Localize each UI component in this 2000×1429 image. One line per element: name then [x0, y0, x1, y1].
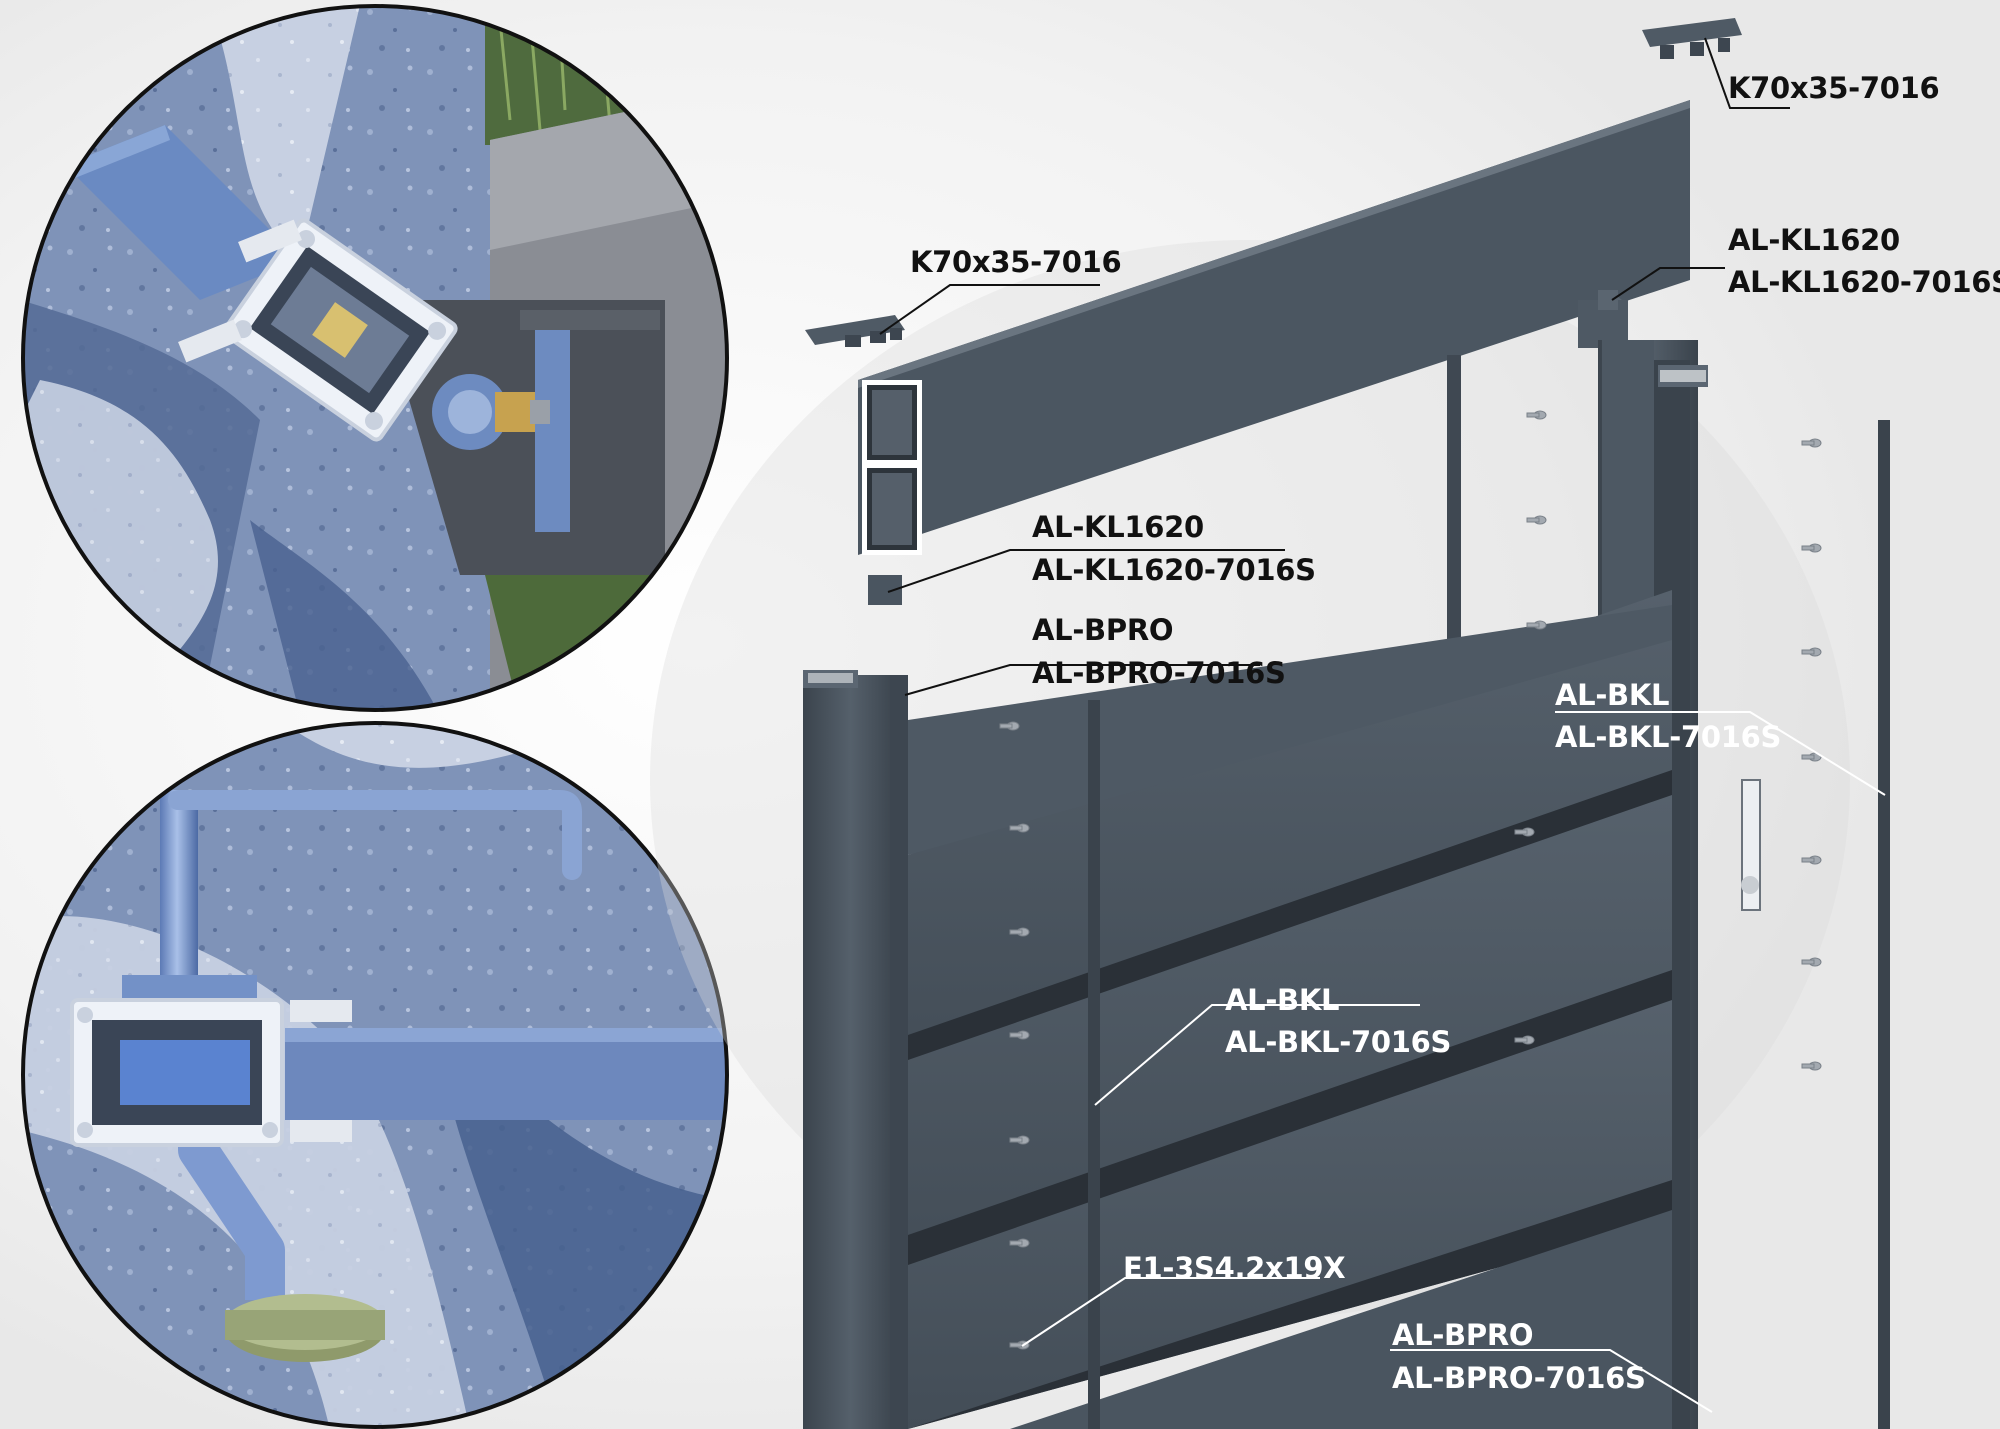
leader-screw	[1021, 1277, 1320, 1347]
leader-post-cap-right	[1611, 267, 1725, 301]
end-cap-top-right	[1642, 18, 1742, 59]
leader-post-bottom	[1390, 1349, 1713, 1413]
label-clip-center-1: AL-BKL	[1225, 983, 1339, 1017]
label-rail-cap-left-2: AL-KL1620-7016S	[1032, 553, 1316, 587]
leader-post-left	[904, 664, 1260, 696]
label-screw: E1-3S4.2x19X	[1123, 1251, 1345, 1285]
label-post-cap-right-1: AL-KL1620	[1728, 223, 1900, 257]
label-post-cap-right-2: AL-KL1620-7016S	[1728, 265, 2000, 299]
leader-endcap-top-left	[879, 284, 1100, 335]
top-rail	[858, 100, 1690, 555]
labels: K70x35-7016 K70x35-7016 AL-KL1620 AL-KL1…	[910, 71, 2000, 1395]
leader-endcap-top-right	[1704, 37, 1790, 109]
post-left	[803, 670, 908, 1429]
label-post-bottom-1: AL-BPRO	[1392, 1318, 1533, 1352]
fence-assembly	[650, 18, 1890, 1429]
leader-clip-right	[1555, 711, 1886, 796]
label-clip-right-1: AL-BKL	[1555, 678, 1669, 712]
callout-lines	[879, 37, 1886, 1413]
end-cap-top-left	[805, 315, 905, 347]
bottom-detail-circle	[23, 723, 727, 1427]
label-clip-center-2: AL-BKL-7016S	[1225, 1025, 1451, 1059]
label-post-left-1: AL-BPRO	[1032, 613, 1173, 647]
label-endcap-top-left: K70x35-7016	[910, 245, 1121, 279]
center-divider	[1447, 355, 1461, 660]
leader-clip-center	[1094, 1004, 1420, 1106]
clip-profile-center	[1088, 700, 1100, 1429]
bottom-detail-border	[21, 721, 729, 1429]
label-post-left-2: AL-BPRO-7016S	[1032, 656, 1286, 690]
label-post-bottom-2: AL-BPRO-7016S	[1392, 1361, 1646, 1395]
slim-profile-right	[1878, 420, 1890, 1429]
leader-rail-cap-left	[887, 549, 1285, 593]
top-detail-circle	[23, 6, 727, 710]
label-clip-right-2: AL-BKL-7016S	[1555, 720, 1781, 754]
top-detail-border	[21, 4, 729, 712]
label-endcap-top-right: K70x35-7016	[1728, 71, 1939, 105]
label-rail-cap-left-1: AL-KL1620	[1032, 510, 1204, 544]
rail-cap-small	[868, 575, 902, 605]
